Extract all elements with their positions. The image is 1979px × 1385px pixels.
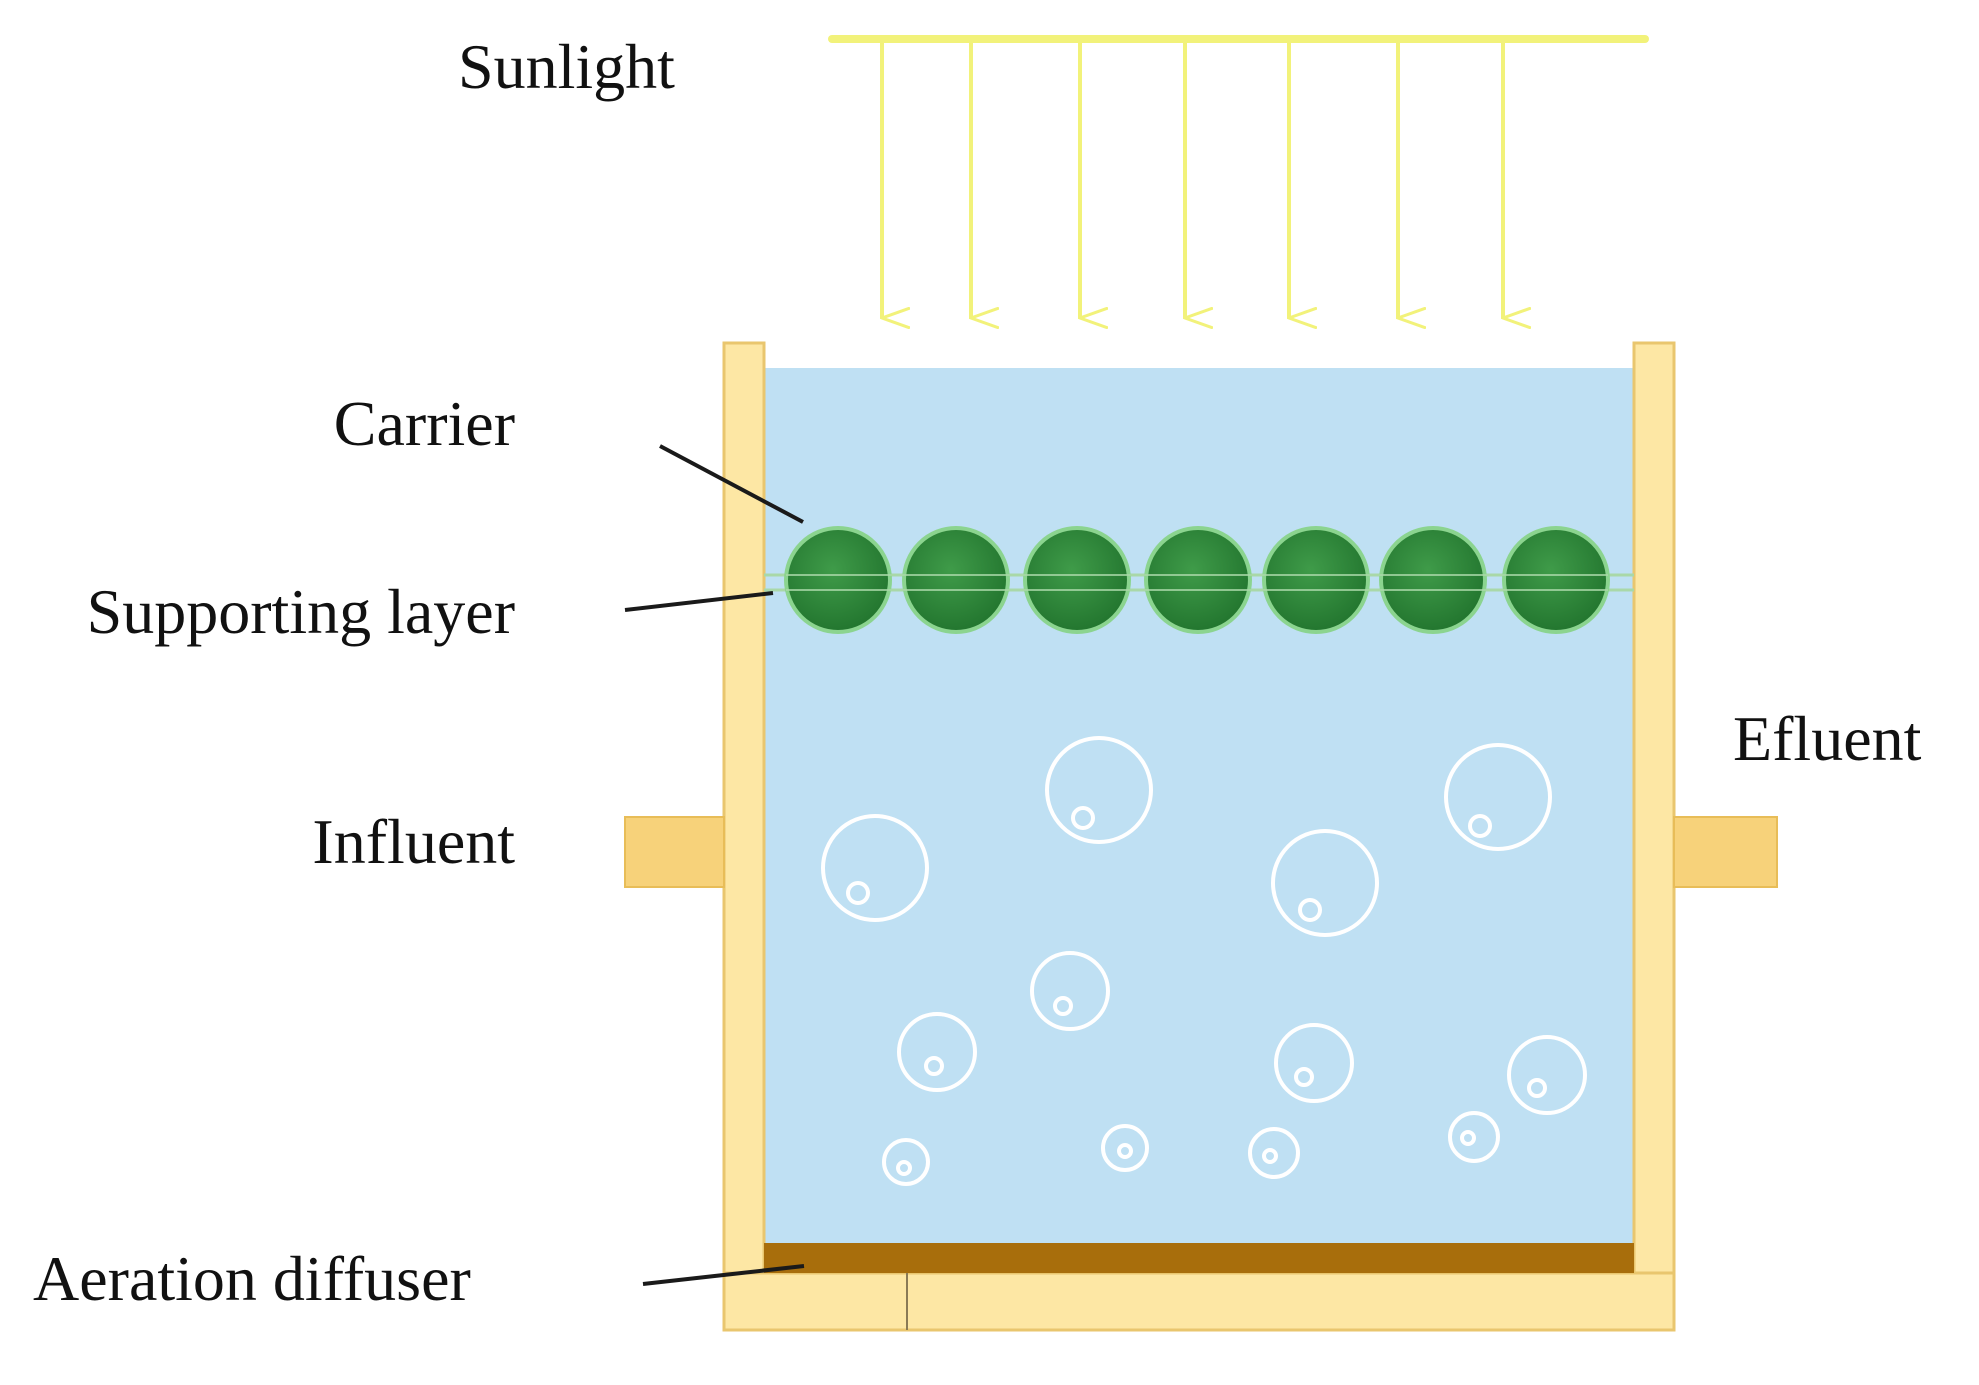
influent-pipe: [624, 816, 725, 888]
carrier-ball: [1502, 526, 1610, 634]
sunlight-arrows: [880, 39, 1503, 318]
bubble: [1274, 1023, 1354, 1103]
aeration-diffuser-label: Aeration diffuser: [33, 1243, 471, 1314]
carrier-balls: [784, 526, 1610, 634]
carrier-ball: [784, 526, 892, 634]
bubble: [1045, 736, 1153, 844]
bubble: [1248, 1127, 1300, 1179]
water-body: [764, 368, 1634, 1243]
aeration-diffuser-leader-line: [642, 1264, 805, 1286]
carrier-ball: [1379, 526, 1487, 634]
bubble: [1101, 1124, 1149, 1172]
carrier-label: Carrier: [334, 388, 515, 459]
bubble: [1444, 743, 1552, 851]
carrier-ball: [1262, 526, 1370, 634]
bubble: [1448, 1111, 1500, 1163]
air-bubbles: [821, 736, 1587, 1186]
aeration-diffuser: [764, 1243, 1634, 1273]
carrier-ball: [1023, 526, 1131, 634]
bubble: [821, 814, 929, 922]
bubble: [897, 1012, 977, 1092]
effluent-pipe: [1673, 816, 1778, 888]
bubble: [1030, 951, 1110, 1031]
bubble: [1507, 1035, 1587, 1115]
carrier-ball: [1144, 526, 1252, 634]
bubble: [882, 1138, 930, 1186]
bubble: [1271, 829, 1379, 937]
leader-lines: [624, 444, 805, 1286]
supporting-layer-label: Supporting layer: [87, 576, 515, 647]
tank-right-wall: [1632, 341, 1676, 1332]
tank-bottom: [722, 1271, 1676, 1332]
effluent-label: Efluent: [1733, 703, 1922, 774]
sunlight-label: Sunlight: [458, 31, 675, 102]
supporting-layer-leader-line: [624, 591, 774, 612]
sunlight-group: Sunlight: [458, 31, 1649, 318]
influent-label: Influent: [312, 806, 515, 877]
carrier-ball: [902, 526, 1010, 634]
carrier-leader-line: [659, 444, 804, 524]
